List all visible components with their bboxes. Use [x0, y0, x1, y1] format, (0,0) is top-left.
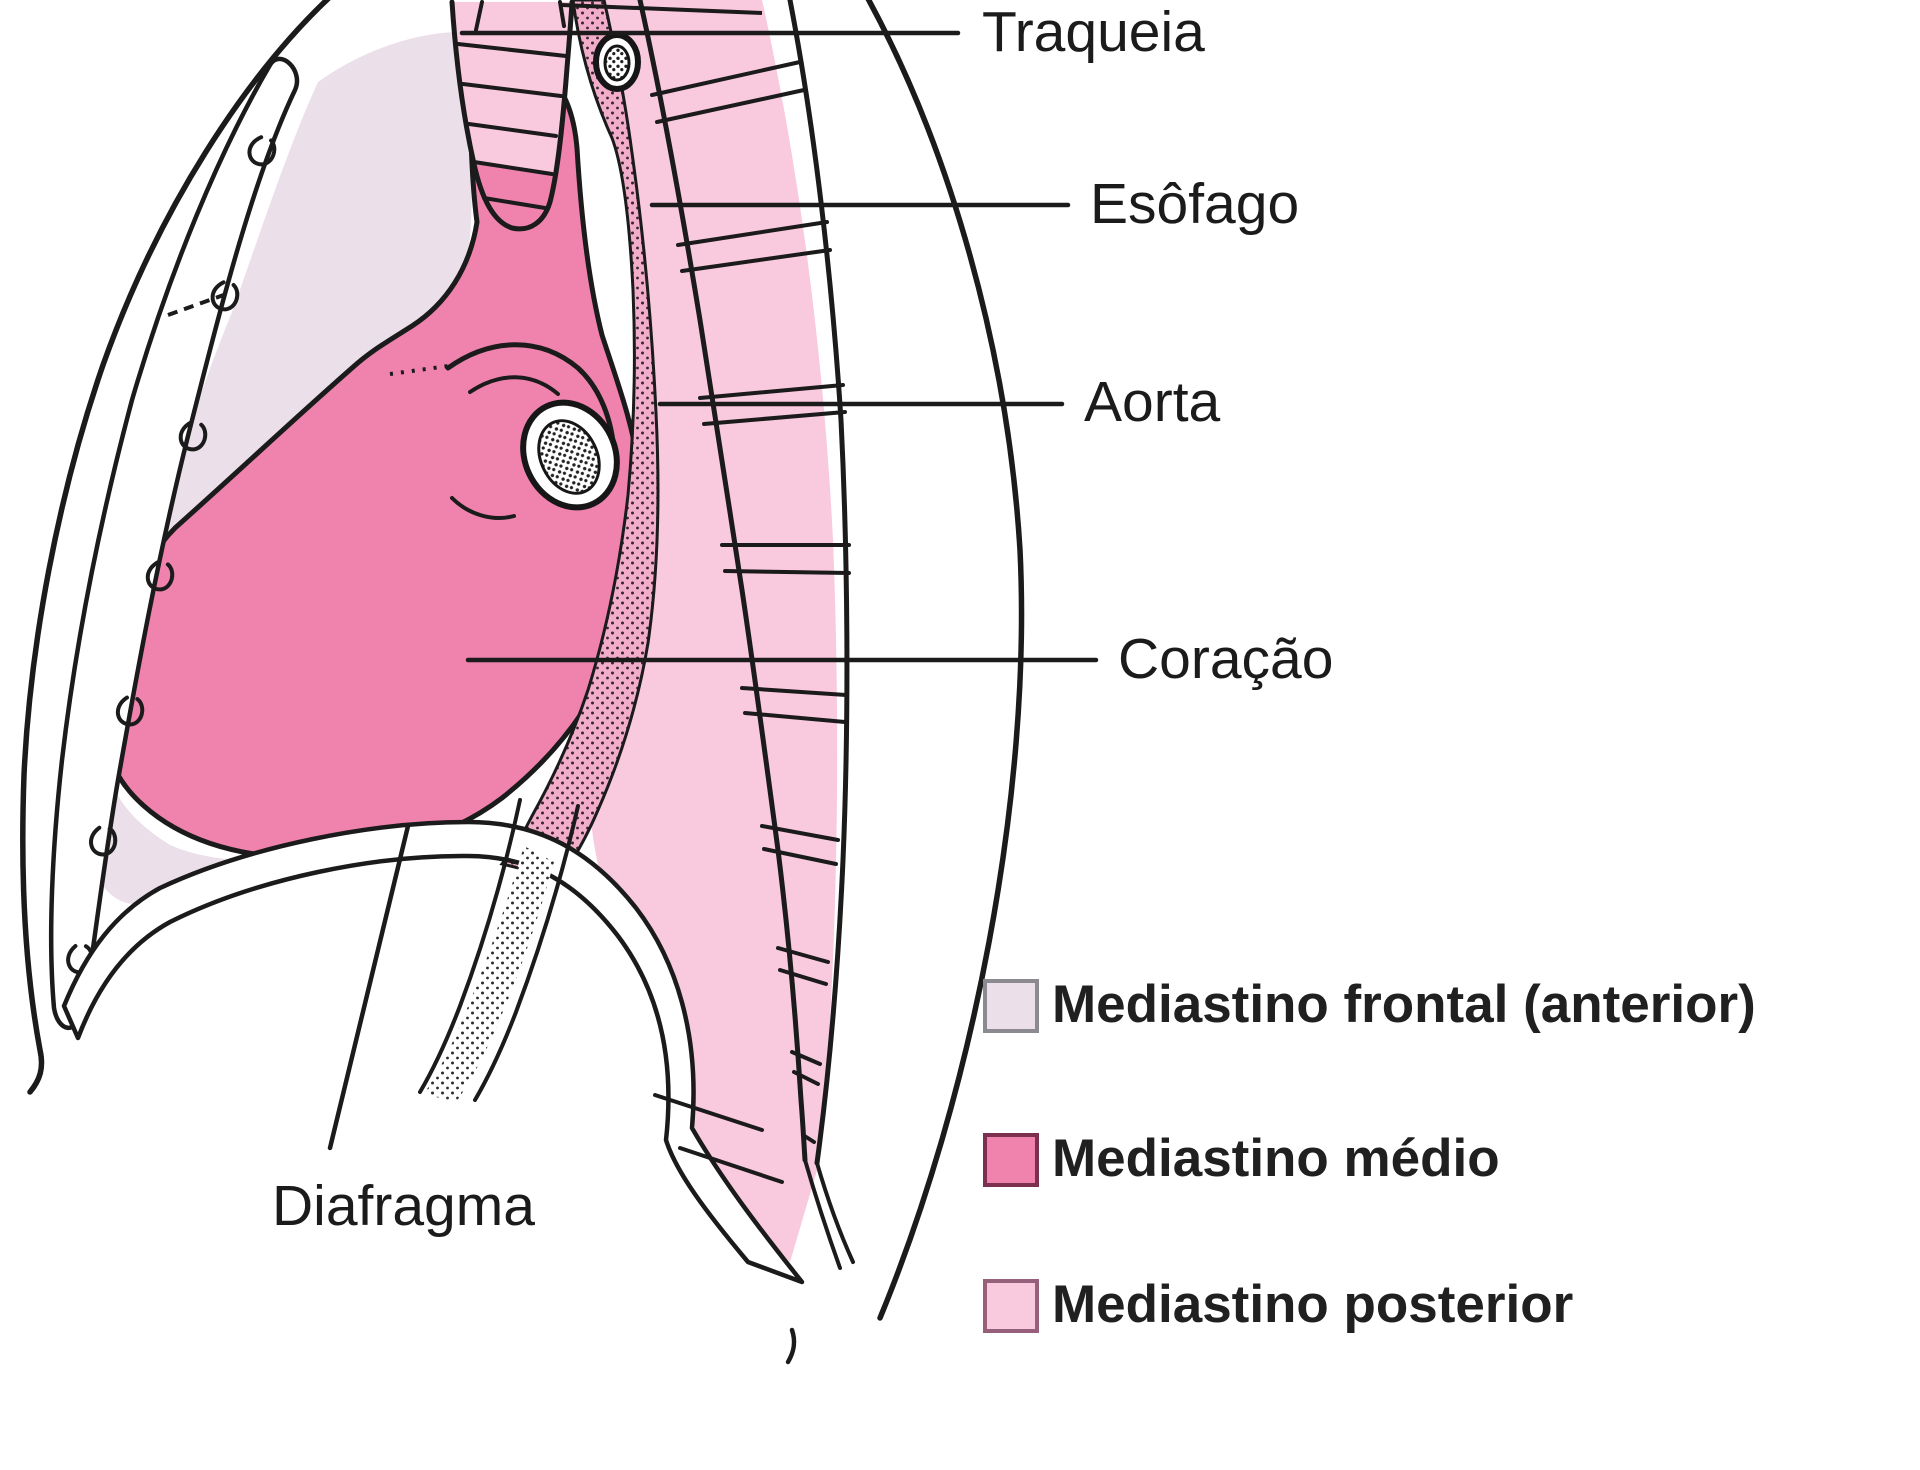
diaphragm-band: [61, 819, 805, 1285]
anterior-mediastinum-region: [92, 32, 472, 904]
legend-item-medio: Mediastino médio: [983, 1129, 1500, 1188]
legend-swatch-anterior: [983, 979, 1039, 1033]
esophagus-cross-section-core: [603, 44, 631, 82]
body-outline: [20, 0, 1025, 1365]
legend-swatch-medio: [983, 1133, 1039, 1187]
legend-swatch-posterior: [983, 1279, 1039, 1333]
trachea: [449, 0, 575, 232]
esofago-label: Esôfago: [1090, 172, 1299, 236]
legend-item-anterior: Mediastino frontal (anterior): [983, 975, 1756, 1034]
diafragma-leader-line: [327, 823, 411, 1151]
coracao-label: Coração: [1118, 627, 1333, 691]
back-contour-end-dash: [785, 1327, 797, 1365]
diafragma-label: Diafragma: [272, 1174, 535, 1238]
aorta-arch-outer-curve: [445, 342, 617, 455]
legend-label-anterior: Mediastino frontal (anterior): [1052, 975, 1756, 1034]
trachea-outline: [449, 0, 575, 232]
esophagus-lower: [418, 798, 580, 1102]
trachea-rings: [456, 42, 568, 210]
aorta-arch: [389, 342, 620, 520]
aorta-label: Aorta: [1084, 370, 1221, 434]
traqueia-label: Traqueia: [982, 0, 1205, 64]
diaphragm: [61, 819, 805, 1285]
sternal-angle-line: [167, 290, 233, 317]
column-posterior-edge: [787, 0, 850, 1166]
legend-item-posterior: Mediastino posterior: [983, 1275, 1573, 1334]
column-lower-extension: [803, 1158, 855, 1270]
column-anterior-edge: [637, 0, 808, 1163]
leader-lines: [327, 30, 1099, 1151]
aorta-cut-core: [537, 419, 601, 495]
esophagus-side-lines: [418, 798, 580, 1102]
legend-label-medio: Mediastino médio: [1052, 1129, 1500, 1188]
vertebra-top-edge: [561, 3, 763, 15]
trachea-top-ticks: [474, 0, 566, 32]
labels: Traqueia Esôfago Aorta Coração Diafragma: [272, 0, 1333, 1238]
legend: Mediastino frontal (anterior) Mediastino…: [983, 975, 1756, 1334]
front-chest-contour: [20, 0, 331, 1095]
vertebral-column: [637, 0, 855, 1270]
legend-label-posterior: Mediastino posterior: [1052, 1275, 1573, 1334]
diaphragm-crus-lines: [653, 1093, 784, 1184]
back-contour: [865, 0, 1025, 1321]
esophagus-lower-band: [424, 846, 554, 1102]
aorta-arch-inner-curve: [468, 375, 560, 396]
pulmonary-cut-arc: [450, 496, 516, 520]
intervertebral-discs: [650, 60, 851, 1144]
